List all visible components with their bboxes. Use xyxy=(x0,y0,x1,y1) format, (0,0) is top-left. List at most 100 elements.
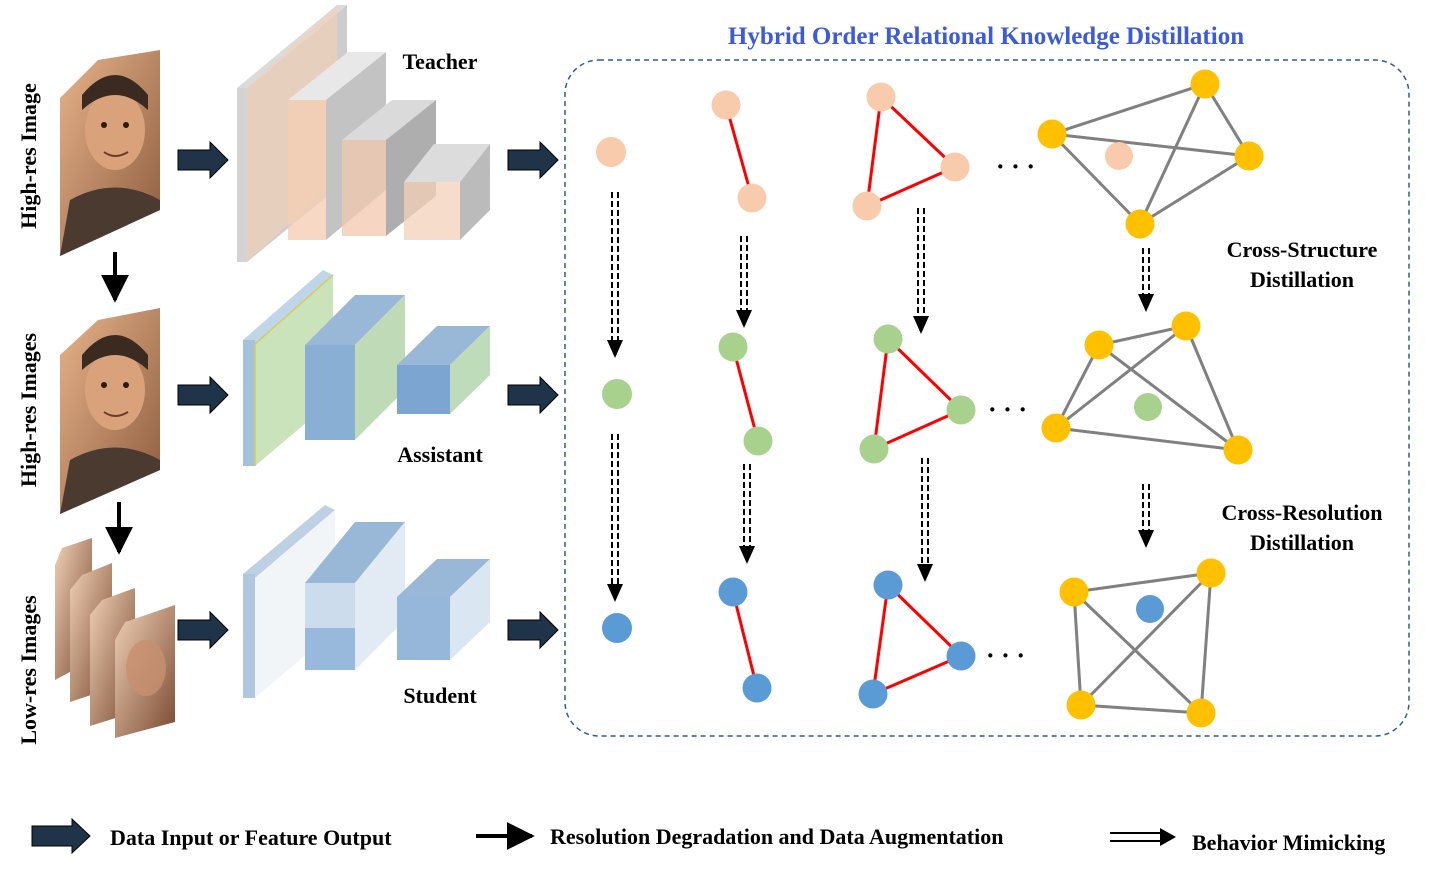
assistant-graph-edge xyxy=(1055,426,1239,452)
row-label-student: Low-res Images xyxy=(16,595,41,745)
teacher-graph-edge xyxy=(1051,132,1250,158)
assistant-graph-hub-node xyxy=(1171,311,1201,341)
teacher-graph-hub-node xyxy=(1234,141,1264,171)
student-label: Student xyxy=(403,683,477,708)
teacher-pair-node xyxy=(711,90,741,120)
student-graph-edge xyxy=(1080,703,1202,715)
teacher-triangle-edge xyxy=(879,95,957,169)
student-graph-hub-node xyxy=(1186,698,1216,728)
student-triangle-node xyxy=(873,570,903,600)
student-triangle-node xyxy=(858,679,888,709)
teacher-graph-edge xyxy=(1050,132,1142,226)
student-triangle-node xyxy=(946,641,976,671)
assistant-triangle-edge xyxy=(872,338,890,450)
student-pair-edge xyxy=(731,591,759,689)
behavior-mimicking-arrow xyxy=(1138,484,1154,548)
assistant-graph-edge xyxy=(1054,344,1101,429)
ellipsis-assistant: · · · xyxy=(988,395,1027,424)
legend-data-input-label: Data Input or Feature Output xyxy=(110,825,392,850)
student-single-node xyxy=(602,613,632,643)
student-graph-edge xyxy=(1199,572,1213,714)
assistant-triangle-edge xyxy=(886,337,963,412)
behavior-mimicking-arrow xyxy=(1138,248,1154,312)
assistant-graph-edge xyxy=(1184,325,1240,451)
teacher-graph-edge xyxy=(1139,154,1250,226)
legend-degradation-label: Resolution Degradation and Data Augmenta… xyxy=(550,824,1003,849)
student-triangle-edge xyxy=(886,583,963,658)
cross-structure-label-line1: Cross-Structure xyxy=(1227,237,1378,262)
teacher-label: Teacher xyxy=(403,49,478,74)
cross-resolution-label-line1: Cross-Resolution xyxy=(1222,500,1383,525)
student-graph-hub-node xyxy=(1059,577,1089,607)
assistant-triangle-node xyxy=(946,395,976,425)
assistant-graph-edge xyxy=(1098,324,1187,347)
behavior-mimicking-arrow xyxy=(913,208,929,334)
assistant-graph-hub-node xyxy=(1041,413,1071,443)
assistant-graph-hub-node xyxy=(1084,330,1114,360)
student-graph-edge xyxy=(1079,571,1213,707)
teacher-single-node xyxy=(596,137,626,167)
assistant-graph-center-node xyxy=(1134,393,1162,421)
distillation-box xyxy=(564,59,1410,737)
face-image-highres xyxy=(60,50,160,256)
teacher-triangle-node xyxy=(940,152,970,182)
legend-thick-arrow-icon xyxy=(31,817,91,855)
teacher-pair-node xyxy=(737,183,767,213)
teacher-triangle-node xyxy=(852,191,882,221)
legend-mimicking-label: Behavior Mimicking xyxy=(1192,830,1385,855)
face-images-lowres xyxy=(55,538,175,738)
data-flow-arrow-icon xyxy=(507,610,559,650)
student-graph-edge xyxy=(1072,590,1203,715)
assistant-pair-edge xyxy=(731,346,760,442)
data-flow-arrow-icon xyxy=(507,375,559,415)
ellipsis-teacher: · · · xyxy=(996,152,1035,181)
teacher-network xyxy=(237,5,490,262)
behavior-mimicking-arrow xyxy=(736,236,752,328)
assistant-single-node xyxy=(602,379,632,409)
teacher-triangle-edge xyxy=(866,165,956,208)
ellipsis-student: · · · xyxy=(986,641,1025,670)
student-graph-hub-node xyxy=(1066,690,1096,720)
cross-structure-label-line2: Distillation xyxy=(1250,267,1354,292)
diagram-title: Hybrid Order Relational Knowledge Distil… xyxy=(728,23,1244,50)
teacher-triangle-node xyxy=(866,82,896,112)
behavior-mimicking-arrow xyxy=(607,434,623,602)
student-graph-center-node xyxy=(1136,595,1164,623)
student-pair-node xyxy=(742,673,772,703)
face-image-highres-augmented xyxy=(60,308,160,514)
teacher-pair-edge xyxy=(724,104,754,199)
assistant-label: Assistant xyxy=(397,442,483,467)
student-pair-node xyxy=(718,577,748,607)
legend-mimicking-arrow-icon xyxy=(1110,828,1176,846)
teacher-graph-hub-node xyxy=(1190,69,1220,99)
row-label-assistant: High-res Images xyxy=(16,332,41,487)
student-network xyxy=(243,505,490,698)
assistant-network xyxy=(243,270,490,466)
teacher-graph-edge xyxy=(1051,82,1206,136)
behavior-mimicking-arrow xyxy=(739,464,755,564)
student-graph-edge xyxy=(1072,591,1083,706)
assistant-pair-node xyxy=(718,332,748,362)
behavior-mimicking-arrow xyxy=(607,192,623,358)
behavior-mimicking-arrow xyxy=(917,458,933,582)
data-flow-arrow-icon xyxy=(177,375,229,415)
row-label-teacher: High-res Image xyxy=(16,83,41,229)
teacher-graph-edge xyxy=(1138,83,1207,225)
assistant-pair-node xyxy=(743,426,773,456)
legend: Data Input or Feature Output Resolution … xyxy=(31,817,1385,855)
teacher-triangle-edge xyxy=(865,96,883,207)
cross-resolution-label-line2: Distillation xyxy=(1250,530,1354,555)
teacher-graph-center-node xyxy=(1105,142,1133,170)
data-flow-arrow-icon xyxy=(507,140,559,180)
teacher-graph-hub-node xyxy=(1125,209,1155,239)
data-flow-arrow-icon xyxy=(177,140,229,180)
assistant-triangle-node xyxy=(873,324,903,354)
assistant-graph-hub-node xyxy=(1223,435,1253,465)
student-triangle-edge xyxy=(872,654,962,696)
assistant-graph-edge xyxy=(1098,343,1239,452)
student-graph-hub-node xyxy=(1196,558,1226,588)
assistant-triangle-edge xyxy=(873,408,962,451)
student-graph-edge xyxy=(1073,571,1212,594)
teacher-graph-hub-node xyxy=(1037,119,1067,149)
